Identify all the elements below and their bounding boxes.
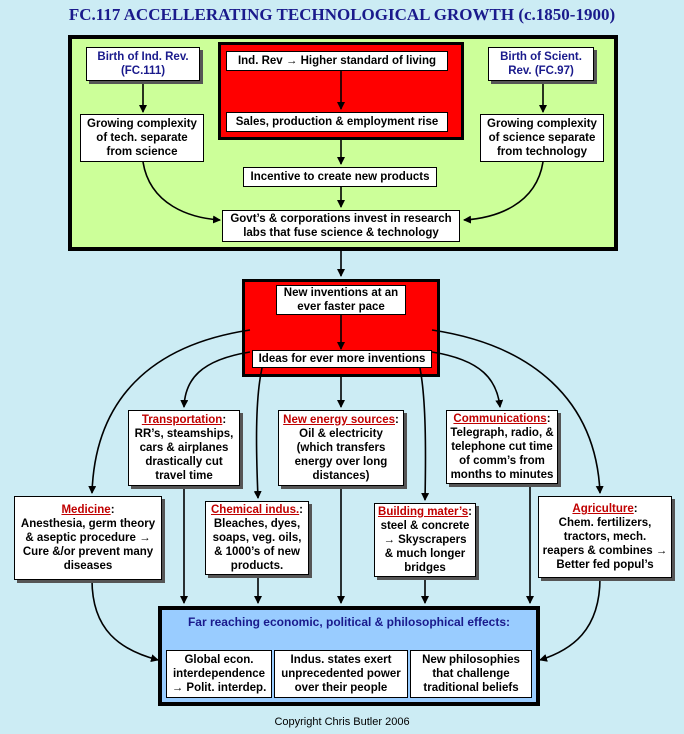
arrow-to-transport <box>180 351 251 408</box>
arrow-agri-effects <box>539 577 601 662</box>
building-heading: Building mater’s <box>378 506 469 518</box>
philosophies-box: New philosophies that challenge traditio… <box>410 650 532 698</box>
communications-text: Telegraph, radio, & telephone cut time o… <box>450 427 554 481</box>
transportation-box: Transportation: RR’s, steamships, cars &… <box>128 410 240 486</box>
copyright-text: Copyright Chris Butler 2006 <box>274 716 410 728</box>
arrow-tech-invest <box>142 161 221 224</box>
transportation-heading: Transportation <box>141 414 223 426</box>
global-econ-box: Global econ. interdependence → Polit. in… <box>166 650 272 698</box>
communications-heading: Communications <box>453 413 547 425</box>
invest-box: Govt’s & corporations invest in research… <box>222 210 460 242</box>
agriculture-heading: Agriculture <box>572 503 634 515</box>
energy-heading: New energy sources <box>283 414 395 426</box>
ind-rev-box: Ind. Rev → Higher standard of living <box>226 51 448 71</box>
arrow-medicine-effects <box>91 579 159 663</box>
tech-complexity-box: Growing complexity of tech. separate fro… <box>80 114 204 162</box>
transportation-text: RR’s, steamships, cars & airplanes drast… <box>134 428 234 482</box>
agriculture-box: Agriculture: Chem. fertilizers, tractors… <box>538 496 672 578</box>
arrow-to-agri <box>431 329 604 494</box>
arrow-sci-invest <box>463 161 544 224</box>
ideas-box: Ideas for ever more inventions <box>252 350 432 368</box>
chemical-text: Bleaches, dyes, soaps, veg. oils, & 1000… <box>212 518 302 572</box>
birth-ind-rev-box: Birth of Ind. Rev. (FC.111) <box>86 47 200 81</box>
chemical-heading: Chemical indus. <box>210 504 300 516</box>
arrow-to-medicine <box>88 329 251 494</box>
medicine-heading: Medicine <box>61 504 111 516</box>
science-complexity-box: Growing complexity of science separate f… <box>480 114 604 162</box>
agriculture-text: Chem. fertilizers, tractors, mech. reape… <box>542 517 668 571</box>
energy-text: Oil & electricity (which transfers energ… <box>294 428 388 482</box>
medicine-box: Medicine: Anesthesia, germ theory & asep… <box>14 496 162 580</box>
chemical-box: Chemical indus.: Bleaches, dyes, soaps, … <box>205 501 309 575</box>
effects-title: Far reaching economic, political & philo… <box>187 615 511 629</box>
communications-box: Communications: Telegraph, radio, & tele… <box>446 410 558 484</box>
building-box: Building mater’s: steel & concrete → Sky… <box>374 503 476 577</box>
energy-box: New energy sources: Oil & electricity (w… <box>278 410 404 486</box>
arrow-to-comm <box>431 351 504 408</box>
inventions-box: New inventions at an ever faster pace <box>276 285 406 315</box>
building-text: steel & concrete → Skyscrapers & much lo… <box>380 520 470 574</box>
industrial-states-box: Indus. states exert unprecedented power … <box>274 650 408 698</box>
medicine-text: Anesthesia, germ theory & aseptic proced… <box>20 518 156 572</box>
arrow-to-building <box>419 367 430 501</box>
sales-box: Sales, production & employment rise <box>226 112 448 132</box>
birth-sci-rev-box: Birth of Scient. Rev. (FC.97) <box>488 47 594 81</box>
page-title: FC.117 ACCELLERATING TECHNOLOGICAL GROWT… <box>68 5 616 24</box>
arrow-to-chemical <box>253 367 263 499</box>
incentive-box: Incentive to create new products <box>243 167 437 187</box>
